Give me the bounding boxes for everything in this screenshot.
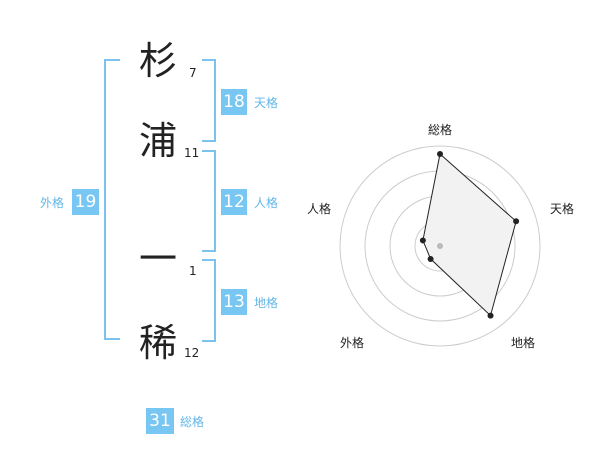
gaikaku-value: 19 [72, 189, 99, 215]
radar-point-tenkaku [513, 218, 520, 225]
radar-point-soukaku [437, 151, 443, 157]
tenkaku-bracket [202, 59, 216, 142]
radar-points [419, 151, 520, 319]
gaikaku-label: 外格 [40, 196, 65, 210]
tenkaku-label: 天格 [254, 96, 279, 110]
jinkaku-bracket [202, 150, 216, 252]
radar-ring [339, 145, 541, 347]
tenkaku-value: 18 [221, 89, 247, 115]
stroke-count-1: 7 [189, 66, 197, 80]
radar-label-chikaku: 地格 [511, 335, 535, 350]
soukaku-label: 総格 [180, 415, 205, 429]
chikaku-bracket [202, 259, 216, 342]
stroke-count-3: 1 [189, 264, 197, 278]
radar-label-gaikaku: 外格 [340, 335, 364, 350]
chikaku-value: 13 [221, 289, 247, 315]
name-char-1: 杉 [138, 39, 177, 83]
jinkaku-label: 人格 [254, 196, 279, 210]
name-char-4: 稀 [138, 321, 177, 365]
radar-point-gaikaku [427, 255, 434, 262]
name-char-3: 一 [138, 237, 177, 281]
stroke-count-2: 11 [184, 146, 200, 160]
radar-point-chikaku [487, 312, 494, 319]
chikaku-label: 地格 [254, 296, 279, 310]
radar-label-soukaku: 総格 [428, 122, 452, 137]
soukaku-value: 31 [146, 408, 174, 434]
stroke-count-4: 12 [184, 346, 200, 360]
radar-label-jinkaku: 人格 [307, 201, 331, 216]
radar-point-jinkaku [419, 237, 426, 244]
radar-center-dot [437, 243, 443, 249]
gaikaku-bracket [104, 59, 120, 340]
name-char-2: 浦 [138, 119, 177, 163]
radar-label-tenkaku: 天格 [550, 201, 574, 216]
radar-polygon [422, 153, 517, 317]
jinkaku-value: 12 [221, 189, 247, 215]
